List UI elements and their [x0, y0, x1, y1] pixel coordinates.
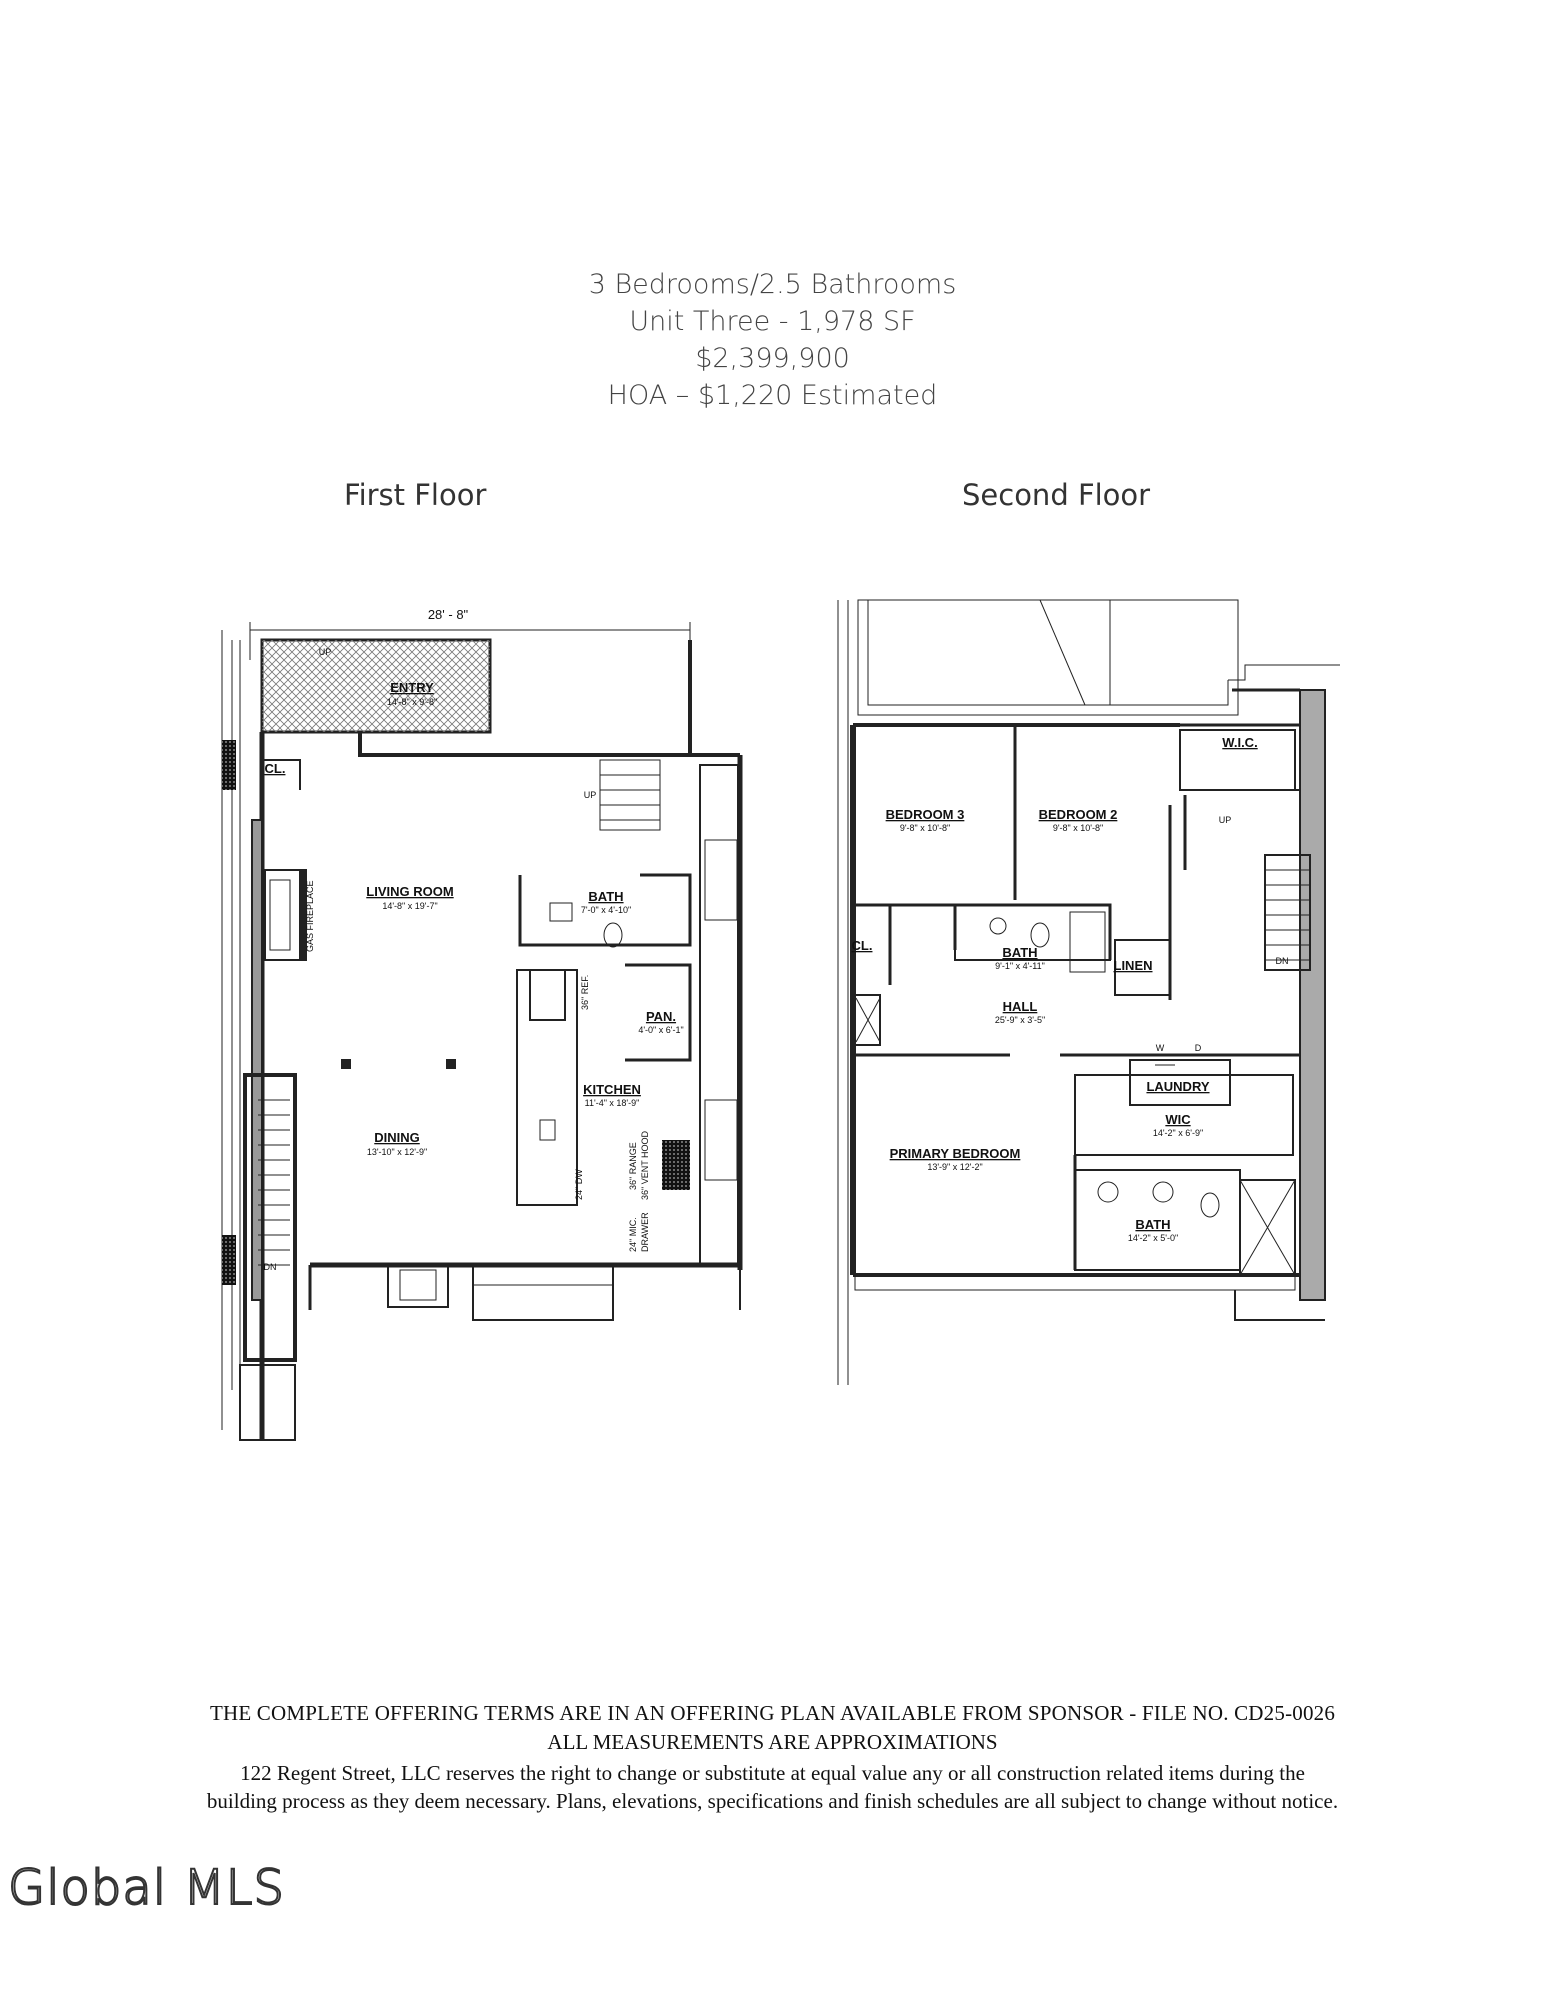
second-up-label: UP — [1219, 815, 1232, 825]
wic-top-label: W.I.C. — [1222, 735, 1257, 750]
laundry-label: LAUNDRY — [1146, 1079, 1209, 1094]
first-floor-plan — [221, 622, 743, 1441]
living-room-label: LIVING ROOM — [366, 884, 453, 899]
first-closet-label: CL. — [265, 761, 286, 776]
first-up-label: UP — [584, 790, 597, 800]
first-floor-labels: 28' - 8" ENTRY 14'-8" x 9'-8" CL. UP UP … — [264, 607, 684, 1272]
dining-label: DINING — [374, 1130, 420, 1145]
pantry-label: PAN. — [646, 1009, 676, 1024]
primary-bath-label: BATH — [1135, 1217, 1170, 1232]
pantry-size: 4'-0" x 6'-1" — [638, 1025, 683, 1035]
second-dn-label: DN — [1276, 956, 1289, 966]
second-floor-title: Second Floor — [962, 478, 1151, 512]
range-label: 36" RANGE — [628, 1142, 638, 1190]
primary-bedroom-label: PRIMARY BEDROOM — [890, 1146, 1021, 1161]
overall-dimension: 28' - 8" — [428, 607, 469, 622]
bedroom3-label: BEDROOM 3 — [886, 807, 965, 822]
hall-label: HALL — [1003, 999, 1038, 1014]
ref-label: 36" REF. — [580, 975, 590, 1010]
disclaimer-line1: 122 Regent Street, LLC reserves the righ… — [240, 1761, 1305, 1785]
living-room-size: 14'-8" x 19'-7" — [382, 901, 437, 911]
hood-label: 36" VENT HOOD — [640, 1130, 650, 1200]
global-mls-logo: Global MLS — [7, 1859, 285, 1917]
kitchen-label: KITCHEN — [583, 1082, 641, 1097]
measurement-note: ALL MEASUREMENTS ARE APPROXIMATIONS — [547, 1730, 998, 1754]
fireplace-label: GAS FIREPLACE — [305, 880, 315, 952]
first-bath-size: 7'-0" x 4'-10" — [581, 905, 631, 915]
second-closet-label: CL. — [852, 938, 873, 953]
kitchen-size: 11'-4" x 18'-9" — [585, 1098, 640, 1108]
bed-bath-line: 3 Bedrooms/2.5 Bathrooms — [588, 269, 957, 300]
second-floor-plan — [837, 599, 1340, 1385]
drawer-label: DRAWER — [640, 1212, 650, 1252]
second-bath-size: 9'-1" x 4'-11" — [995, 961, 1045, 971]
hoa-line: HOA – $1,220 Estimated — [607, 380, 938, 411]
dryer-label: D — [1195, 1043, 1202, 1053]
dining-size: 13'-10" x 12'-9" — [367, 1147, 427, 1157]
washer-label: W — [1156, 1043, 1165, 1053]
bedroom3-size: 9'-8" x 10'-8" — [900, 823, 950, 833]
second-bath-label: BATH — [1002, 945, 1037, 960]
second-floor-labels: BEDROOM 3 9'-8" x 10'-8" BEDROOM 2 9'-8"… — [852, 735, 1289, 1243]
offering-terms: THE COMPLETE OFFERING TERMS ARE IN AN OF… — [209, 1701, 1336, 1725]
mic-label: 24" MIC. — [628, 1217, 638, 1252]
linen-label: LINEN — [1114, 958, 1153, 973]
wic-size: 14'-2" x 6'-9" — [1153, 1128, 1203, 1138]
unit-line: Unit Three - 1,978 SF — [629, 306, 916, 337]
price-line: $2,399,900 — [695, 343, 850, 374]
hall-size: 25'-9" x 3'-5" — [995, 1015, 1045, 1025]
entry-label: ENTRY — [390, 680, 434, 695]
wic-label: WIC — [1165, 1112, 1191, 1127]
first-floor-title: First Floor — [344, 478, 487, 512]
bedroom2-label: BEDROOM 2 — [1039, 807, 1118, 822]
listing-header: 3 Bedrooms/2.5 Bathrooms Unit Three - 1,… — [0, 266, 1545, 414]
primary-bedroom-size: 13'-9" x 12'-2" — [927, 1162, 982, 1172]
entry-size: 14'-8" x 9'-8" — [387, 697, 437, 707]
dw-label: 24" DW — [574, 1169, 584, 1200]
bedroom2-size: 9'-8" x 10'-8" — [1053, 823, 1103, 833]
disclaimer-line2: building process as they deem necessary.… — [206, 1789, 1339, 1813]
first-bath-label: BATH — [588, 889, 623, 904]
primary-bath-size: 14'-2" x 5'-0" — [1128, 1233, 1178, 1243]
entry-up-label: UP — [319, 647, 332, 657]
first-dn-label: DN — [264, 1262, 277, 1272]
